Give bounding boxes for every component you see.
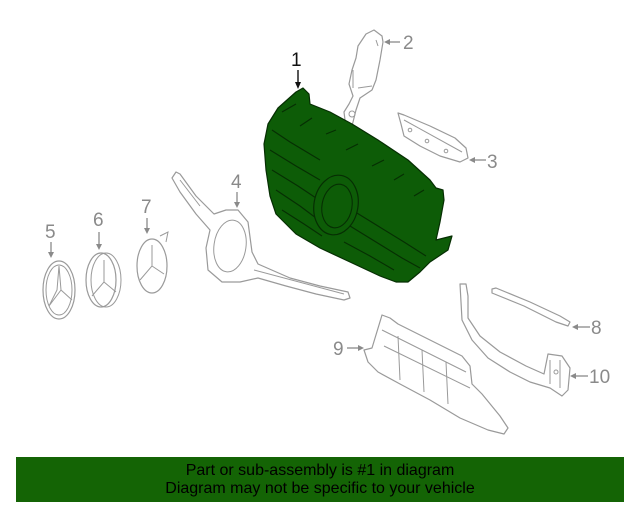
svg-text:8: 8: [591, 318, 602, 339]
callout-3[interactable]: 3: [469, 152, 498, 173]
part-5-trim-strip[interactable]: [491, 287, 571, 327]
svg-text:1: 1: [291, 50, 302, 71]
part-9-air-guide[interactable]: [363, 314, 509, 435]
svg-text:10: 10: [589, 367, 610, 388]
callout-2[interactable]: 2: [384, 33, 414, 54]
banner-line-1: Part or sub-assembly is #1 in diagram: [185, 461, 455, 479]
banner-line-2: Diagram may not be specific to your vehi…: [165, 479, 475, 497]
svg-text:7: 7: [141, 197, 152, 218]
part-4-trim-frame[interactable]: [171, 171, 351, 301]
callout-10[interactable]: 10: [570, 367, 610, 388]
callout-8[interactable]: 7: [141, 197, 152, 234]
callout-6[interactable]: 5: [45, 222, 56, 258]
part-6-star-emblem[interactable]: [42, 260, 76, 320]
svg-text:9: 9: [333, 339, 344, 360]
callout-5[interactable]: 8: [572, 318, 602, 339]
info-banner: Part or sub-assembly is #1 in diagram Di…: [16, 457, 624, 502]
svg-text:6: 6: [93, 210, 104, 231]
svg-text:2: 2: [403, 33, 414, 54]
svg-text:5: 5: [45, 222, 56, 243]
callout-1[interactable]: 1: [291, 50, 302, 89]
part-3-bracket[interactable]: [397, 112, 469, 163]
parts-diagram: 2 3 1 4: [42, 29, 610, 435]
callout-9[interactable]: 9: [333, 339, 364, 360]
part-1-grille[interactable]: [263, 87, 453, 283]
part-7-emblem-base[interactable]: [85, 252, 122, 308]
part-2-bracket[interactable]: [343, 29, 384, 129]
svg-text:4: 4: [231, 172, 242, 193]
svg-text:3: 3: [487, 152, 498, 173]
part-10-support[interactable]: [459, 283, 571, 397]
callout-4[interactable]: 4: [231, 172, 242, 208]
callout-7[interactable]: 6: [93, 210, 104, 250]
part-8-emblem-holder[interactable]: [136, 231, 169, 294]
